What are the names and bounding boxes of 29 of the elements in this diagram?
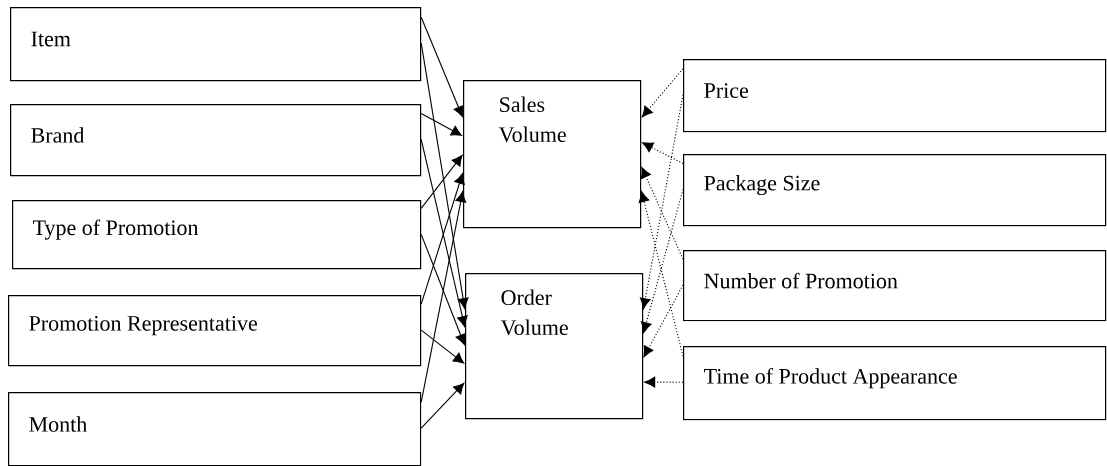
factor-box: Number of Promotion	[683, 250, 1107, 322]
factor-box: Price	[683, 59, 1107, 133]
arrow	[420, 191, 467, 403]
arrow	[420, 173, 465, 305]
factor-box: Time of Product Appearance	[683, 346, 1107, 421]
factor-box: Brand	[10, 104, 422, 177]
arrow	[638, 191, 684, 357]
arrow	[420, 16, 464, 118]
output-box: Order Volume	[465, 273, 644, 420]
output-box: Sales Volume	[463, 80, 642, 229]
factor-box: Type of Promotion	[12, 200, 422, 270]
arrow	[420, 112, 463, 136]
arrow	[420, 42, 469, 309]
factor-box: Item	[10, 7, 422, 82]
arrow	[639, 94, 684, 309]
arrow	[644, 376, 684, 388]
factor-box: Month	[8, 392, 422, 466]
arrow	[420, 138, 468, 327]
factor-box: Promotion Representative	[8, 295, 422, 367]
arrow	[420, 233, 466, 346]
arrow	[641, 188, 684, 333]
arrow	[420, 154, 463, 209]
arrow	[643, 284, 684, 358]
factor-box: Package Size	[683, 154, 1107, 227]
arrow	[642, 142, 684, 165]
arrow	[420, 329, 465, 364]
arrow	[641, 68, 684, 118]
arrow	[640, 167, 684, 260]
arrow	[420, 382, 465, 429]
